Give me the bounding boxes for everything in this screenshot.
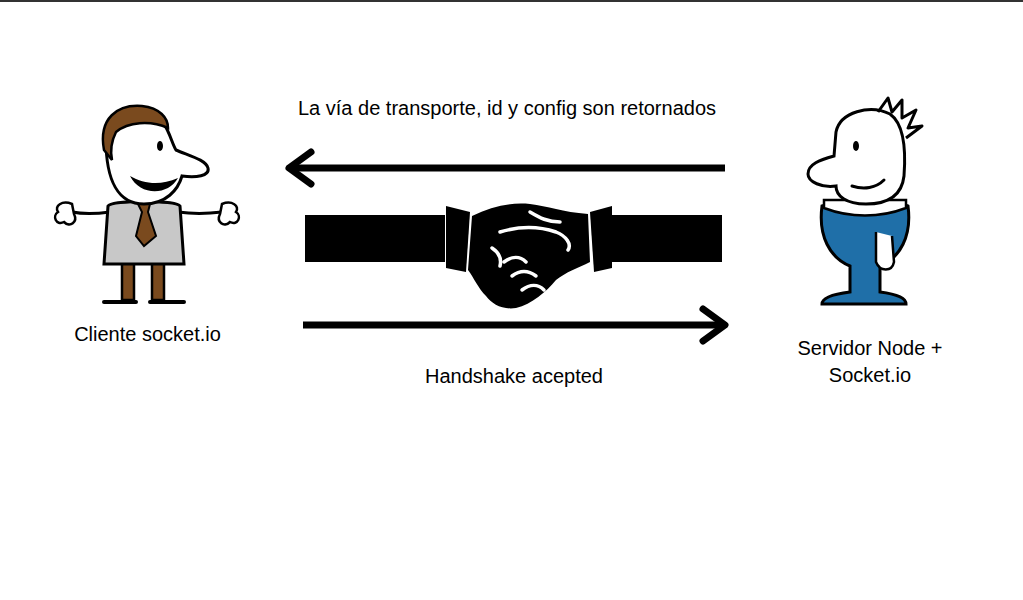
hair	[103, 106, 168, 160]
character	[808, 98, 922, 304]
hands	[468, 204, 590, 309]
client-figure: Cliente socket.io	[10, 95, 285, 354]
finger-lines	[492, 212, 569, 290]
shirt	[104, 202, 184, 265]
arrow-connector	[303, 322, 725, 329]
eye	[157, 141, 163, 151]
left-hand	[55, 203, 75, 225]
right-hand	[219, 203, 239, 225]
right-bar	[612, 215, 722, 262]
right-cuff	[590, 206, 612, 272]
text-holder: Cliente socket.io	[10, 321, 285, 348]
node-label: Cliente socket.io	[18, 321, 278, 348]
feet	[104, 300, 184, 304]
text-holder: Servidor Node + Socket.io	[725, 335, 1015, 389]
node-label: Servidor Node + Socket.io	[785, 335, 955, 389]
left-cuff	[446, 206, 470, 272]
body	[821, 202, 909, 305]
tie	[136, 204, 156, 246]
smile	[130, 176, 178, 191]
arrow-label: Handshake acepted	[421, 365, 607, 388]
top-rule	[0, 0, 1023, 2]
eye	[853, 141, 859, 151]
character-illustration	[725, 95, 1015, 329]
arrow-label: La vía de transporte, id y config son re…	[294, 97, 720, 120]
server-figure: Servidor Node + Socket.io	[725, 95, 1015, 395]
mouth	[852, 180, 884, 188]
legs	[122, 262, 164, 300]
character	[55, 106, 239, 302]
hair	[878, 98, 922, 138]
head	[808, 110, 905, 204]
left-bar	[305, 215, 445, 262]
arrow-connector	[289, 165, 725, 172]
handshake-icon	[305, 204, 722, 309]
character-illustration	[10, 95, 285, 315]
hand	[876, 232, 894, 270]
